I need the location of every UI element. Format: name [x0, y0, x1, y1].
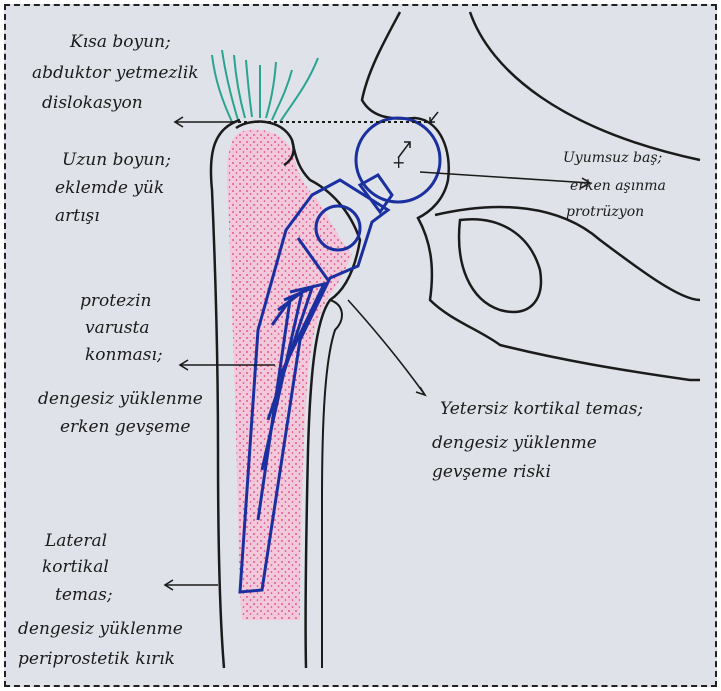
label-lateral: Lateral kortikal temas; dengesiz yüklenm…	[18, 531, 183, 669]
label-long-neck-line3: artışı	[55, 206, 100, 226]
label-lateral-line1: Lateral	[44, 531, 107, 551]
label-lateral-line5: periprostetik kırık	[18, 649, 175, 669]
stem-neck	[360, 175, 392, 212]
label-lateral-line2: kortikal	[42, 557, 109, 577]
label-head-line3: protrüzyon	[566, 204, 644, 220]
label-varus-line2: varusta	[85, 318, 150, 338]
label-mismatched-head: Uyumsuz baş; erken aşınma protrüzyon	[563, 150, 666, 220]
label-head-line1: Uyumsuz baş;	[563, 150, 662, 166]
label-varus-line3: konması;	[85, 345, 163, 365]
label-short-neck-line3: dislokasyon	[42, 93, 143, 113]
label-lateral-line3: temas;	[55, 585, 113, 605]
obturator-foramen	[459, 219, 541, 312]
label-cortical: Yetersiz kortikal temas; dengesiz yüklen…	[432, 399, 643, 482]
arrow-head	[420, 172, 590, 183]
label-cortical-line1: Yetersiz kortikal temas;	[440, 399, 643, 419]
acetabulum-arrow	[430, 112, 438, 122]
pelvis-lower-edge	[435, 207, 700, 300]
label-long-neck-line1: Uzun boyun;	[62, 150, 171, 170]
label-varus: protezin varusta konması; dengesiz yükle…	[38, 291, 203, 437]
arrow-cortical-head	[416, 387, 425, 395]
label-short-neck-line1: Kısa boyun;	[69, 32, 171, 52]
label-long-neck: Uzun boyun; eklemde yük artışı	[55, 150, 171, 226]
label-varus-line1: protezin	[80, 291, 151, 311]
label-short-neck-line2: abduktor yetmezlik	[32, 63, 199, 83]
label-short-neck: Kısa boyun; abduktor yetmezlik dislokasy…	[32, 32, 199, 113]
abductor-muscle-strands	[212, 50, 318, 122]
label-long-neck-line2: eklemde yük	[55, 178, 164, 198]
label-head-line2: erken aşınma	[570, 178, 666, 194]
label-varus-line4: dengesiz yüklenme	[38, 389, 203, 409]
pelvis-outline	[362, 12, 700, 380]
label-cortical-line2: dengesiz yüklenme	[432, 433, 597, 453]
femur-medial-cortex	[322, 300, 342, 668]
label-lateral-line4: dengesiz yüklenme	[18, 619, 183, 639]
label-cortical-line3: gevşeme riski	[432, 462, 551, 482]
pelvis-upper-edge	[470, 12, 700, 160]
cement-mantle	[227, 129, 352, 620]
arrow-cortical	[348, 300, 425, 395]
label-varus-line5: erken gevşeme	[60, 417, 190, 437]
